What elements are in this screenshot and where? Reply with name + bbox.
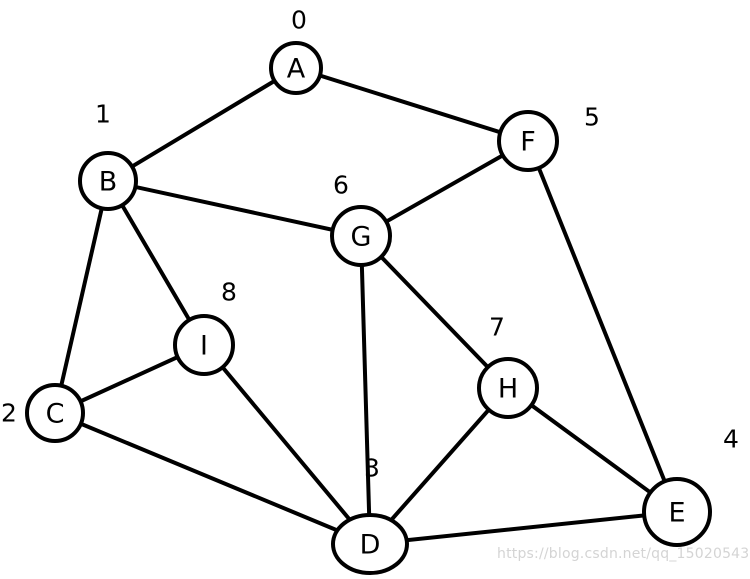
edge-b-g [106,179,363,238]
node-f-letter: F [520,127,536,158]
node-b: B [78,151,138,211]
node-g-index-label: 6 [333,171,349,200]
edge-i-d [202,343,372,546]
node-c-index-label: 2 [1,399,17,428]
watermark-text: https://blog.csdn.net/qq_15020543 [497,546,750,562]
node-a-letter: A [287,54,306,85]
edge-a-b [106,66,298,183]
node-b-circle [78,151,138,211]
node-c-circle [25,383,85,443]
node-h-index-label: 7 [489,313,505,342]
node-a-index-label: 0 [291,6,307,35]
node-h-letter: H [498,374,518,405]
index-labels-layer: 0 1 2 3 4 5 6 7 8 [1,6,739,483]
edge-a-f [294,66,530,143]
node-g: G [330,205,392,267]
edge-f-g [359,139,530,238]
node-a: A [269,41,323,95]
node-e-letter: E [668,498,685,529]
node-h: H [477,357,539,419]
edge-d-e [368,510,679,546]
node-d: D [331,513,409,575]
node-f: F [497,110,559,172]
node-b-letter: B [99,167,118,198]
node-b-index-label: 1 [95,100,111,129]
node-d-circle [331,513,409,575]
edge-h-d [368,386,510,546]
node-g-circle [330,205,392,267]
node-d-index-label: 3 [364,454,380,483]
node-f-index-label: 5 [584,103,600,132]
node-a-circle [269,41,323,95]
node-c: C [25,383,85,443]
node-h-circle [477,357,539,419]
edge-f-e [526,139,679,514]
node-i-circle [173,314,235,376]
edge-g-h [359,234,510,390]
node-e-circle [642,477,712,547]
node-c-letter: C [46,399,65,430]
node-i-letter: I [200,331,208,362]
edge-b-c [53,179,110,415]
node-f-circle [497,110,559,172]
node-e-index-label: 4 [723,425,739,454]
edge-b-i [106,179,206,347]
node-d-letter: D [360,530,381,561]
edge-c-d [53,411,372,546]
node-i-index-label: 8 [221,278,237,307]
node-i: I [173,314,235,376]
nodes-layer: A B C D E F G H I [25,41,712,575]
node-g-letter: G [351,222,372,253]
edge-g-d [359,234,372,546]
node-e: E [642,477,712,547]
